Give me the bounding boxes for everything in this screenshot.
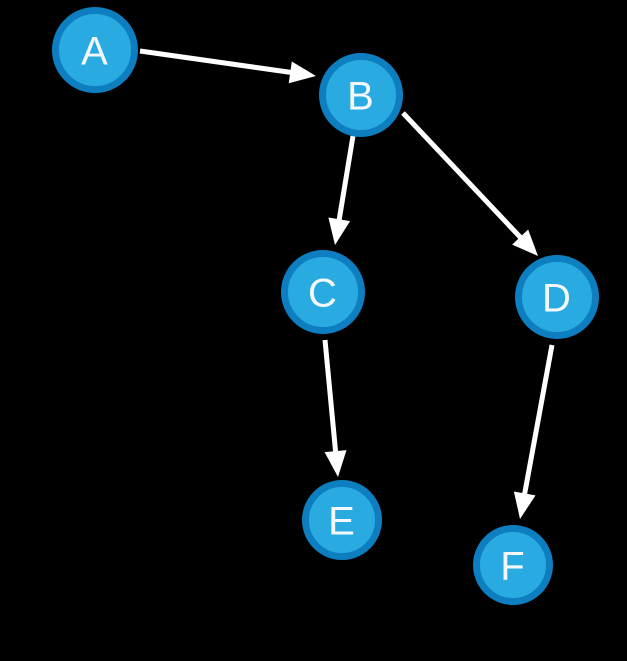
node-D[interactable]: D xyxy=(515,255,599,339)
arrowhead-B-C xyxy=(328,217,351,245)
arrowhead-D-F xyxy=(513,491,536,519)
edge-line-D-F xyxy=(521,344,555,498)
arrowhead-C-E xyxy=(324,450,347,477)
edge-C-E xyxy=(322,339,347,477)
node-B[interactable]: B xyxy=(319,53,403,137)
node-circle-B xyxy=(319,53,403,137)
edge-line-B-C xyxy=(336,135,356,224)
node-circle-A xyxy=(52,7,138,93)
node-F[interactable]: F xyxy=(473,525,553,605)
node-circle-F xyxy=(473,525,553,605)
node-circle-D xyxy=(515,255,599,339)
edge-D-F xyxy=(513,344,555,519)
arrowhead-B-D xyxy=(512,229,538,256)
edge-line-C-E xyxy=(322,339,339,456)
edge-B-C xyxy=(328,135,356,245)
edge-A-B xyxy=(139,48,316,84)
arrowhead-A-B xyxy=(288,61,316,84)
node-circle-C xyxy=(281,250,365,334)
edge-B-D xyxy=(401,111,538,256)
node-circle-E xyxy=(302,480,382,560)
node-C[interactable]: C xyxy=(281,250,365,334)
edge-line-A-B xyxy=(139,48,295,76)
node-E[interactable]: E xyxy=(302,480,382,560)
node-A[interactable]: A xyxy=(52,7,138,93)
edge-line-B-D xyxy=(401,111,525,242)
